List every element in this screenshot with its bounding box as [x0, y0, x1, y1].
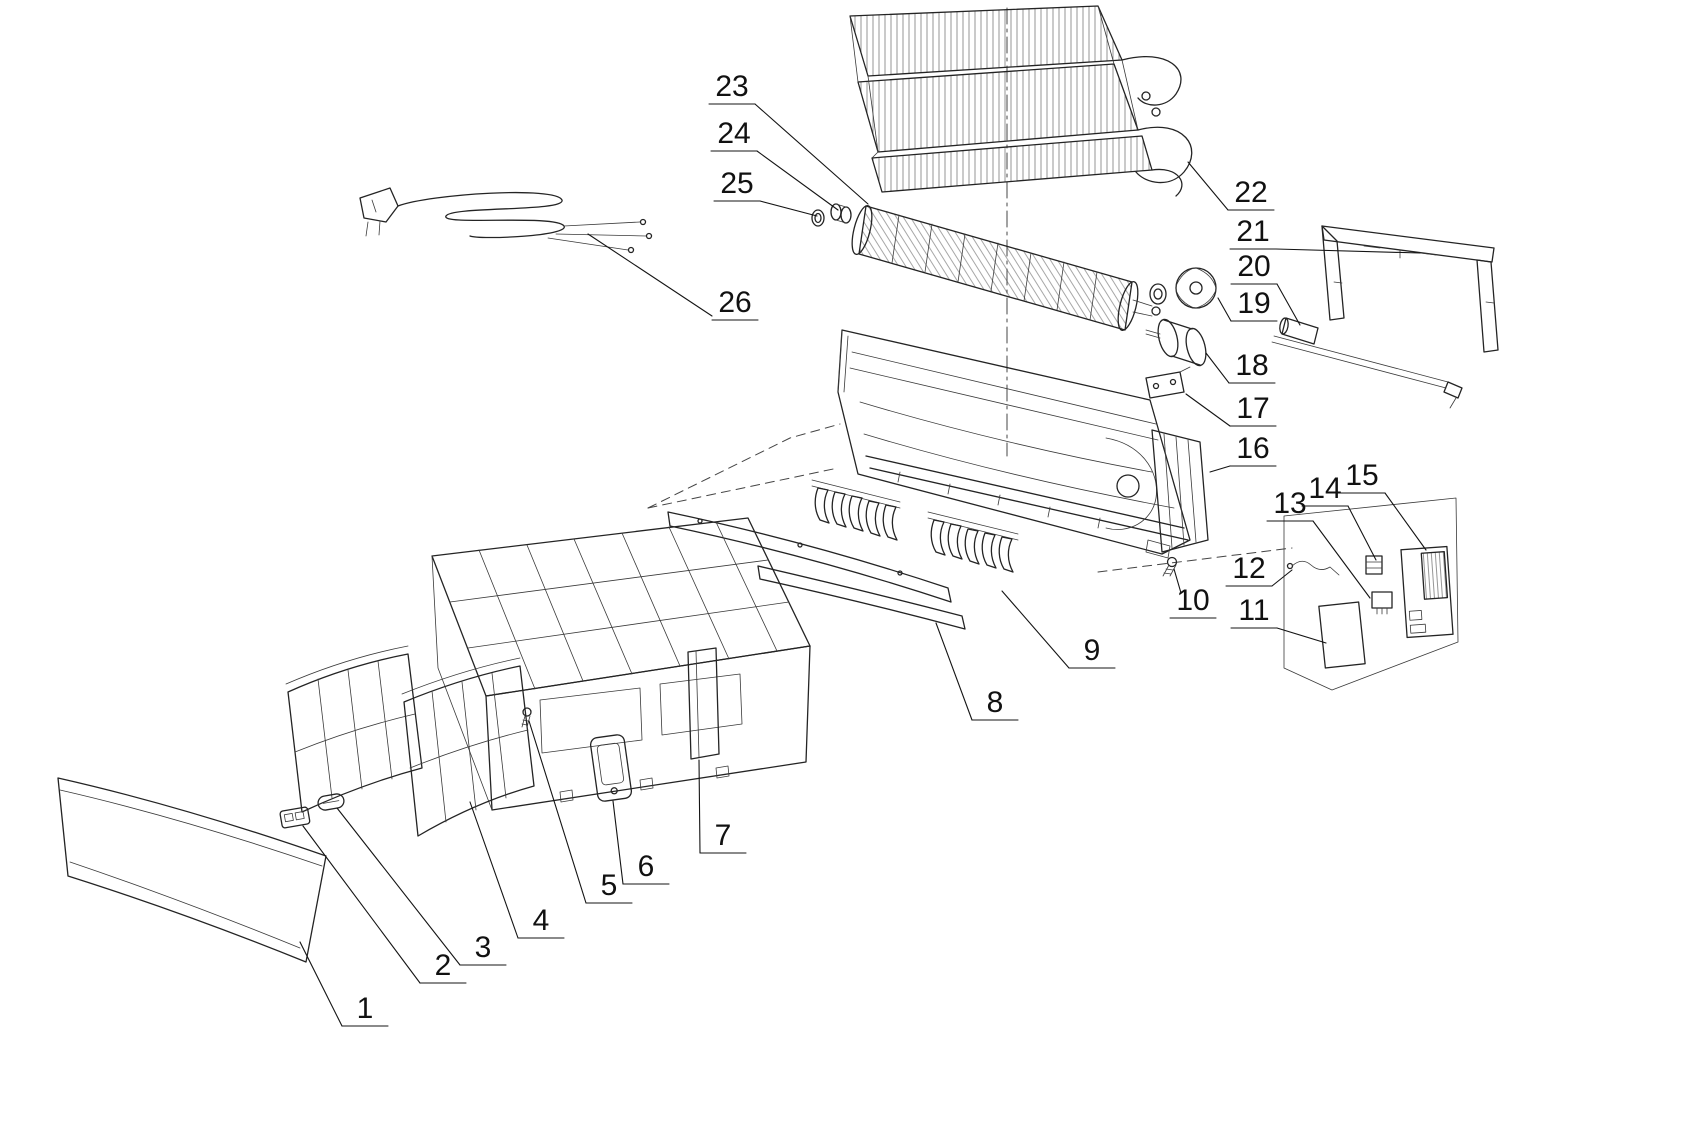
part-component-13: [1365, 555, 1383, 575]
part-component-14: [1371, 591, 1393, 615]
callout-label-25: 25: [720, 167, 753, 200]
part-horizontal-louver: [667, 511, 966, 630]
callout-9: 9: [1001, 590, 1116, 669]
part-impeller: [1149, 267, 1217, 309]
callout-23: 23: [708, 70, 869, 205]
part-rear-body: [837, 329, 1191, 555]
part-sensor-wire-12: [1286, 560, 1340, 576]
part-crossflow-fan: [851, 205, 1161, 331]
callout-label-19: 19: [1237, 287, 1270, 320]
callouts: 1 2 3 4 5 6 7 8: [299, 70, 1427, 1027]
callout-20: 20: [1230, 250, 1301, 326]
callout-15: 15: [1338, 459, 1427, 551]
callout-label-16: 16: [1236, 432, 1269, 465]
callout-label-14: 14: [1308, 472, 1341, 505]
part-filter-grille: [285, 645, 535, 837]
part-cover-sheet-11: [1318, 601, 1366, 669]
callout-6: 6: [612, 800, 670, 885]
callout-14: 14: [1301, 472, 1377, 561]
callout-label-7: 7: [715, 819, 732, 852]
part-fan-motor: [1145, 318, 1207, 367]
callout-label-6: 6: [638, 850, 655, 883]
part-display-board: [279, 806, 311, 829]
callout-label-21: 21: [1236, 215, 1269, 248]
callout-label-5: 5: [601, 869, 618, 902]
callout-10: 10: [1169, 568, 1217, 619]
callout-label-8: 8: [987, 686, 1004, 719]
callout-4: 4: [469, 801, 565, 939]
callout-5: 5: [528, 720, 633, 904]
callout-3: 3: [336, 807, 507, 966]
callout-label-4: 4: [533, 904, 550, 937]
part-electrical-box: [1283, 497, 1459, 691]
callout-label-17: 17: [1236, 392, 1269, 425]
callout-label-15: 15: [1345, 459, 1378, 492]
callout-label-26: 26: [718, 286, 751, 319]
construction-lines: [647, 7, 1293, 573]
part-power-cord: [359, 187, 653, 254]
callout-label-10: 10: [1176, 584, 1209, 617]
part-mounting-plate: [1321, 225, 1499, 353]
callout-label-18: 18: [1235, 349, 1268, 382]
callout-label-22: 22: [1234, 176, 1267, 209]
callout-12: 12: [1225, 552, 1293, 587]
callout-11: 11: [1230, 594, 1327, 644]
part-bracket-17: [1145, 366, 1191, 399]
part-chassis: [431, 517, 811, 811]
part-terminal-cover: [589, 734, 633, 802]
callout-1: 1: [299, 941, 389, 1027]
part-bearing: [830, 203, 852, 224]
part-pipe: [1271, 317, 1463, 409]
part-vertical-louvers: [811, 479, 1019, 573]
part-screw-5: [521, 707, 532, 728]
callout-8: 8: [935, 622, 1019, 721]
part-bracket-3: [317, 793, 345, 811]
callout-label-2: 2: [435, 949, 452, 982]
callout-19: 19: [1217, 287, 1278, 322]
callout-17: 17: [1185, 392, 1277, 427]
callout-16: 16: [1209, 432, 1277, 473]
callout-label-11: 11: [1238, 594, 1269, 627]
callout-label-13: 13: [1273, 487, 1306, 520]
part-end-plate: [1145, 429, 1209, 559]
callout-26: 26: [587, 233, 759, 321]
callout-13: 13: [1266, 487, 1371, 599]
part-control-board-15: [1400, 545, 1454, 639]
callout-22: 22: [1187, 161, 1275, 211]
part-screw-10: [1162, 556, 1178, 577]
part-front-panel: [57, 777, 327, 963]
callout-label-3: 3: [475, 931, 492, 964]
callout-label-1: 1: [357, 992, 374, 1025]
part-ring: [811, 209, 825, 227]
callout-2: 2: [302, 825, 467, 984]
callout-18: 18: [1205, 349, 1276, 384]
callout-label-24: 24: [717, 117, 750, 150]
callout-label-9: 9: [1084, 634, 1101, 667]
part-heat-exchanger: [849, 5, 1193, 197]
callout-24: 24: [710, 117, 839, 211]
callout-label-20: 20: [1237, 250, 1270, 283]
callout-label-12: 12: [1232, 552, 1265, 585]
callout-25: 25: [713, 167, 818, 217]
callout-7: 7: [698, 759, 747, 854]
callout-label-23: 23: [715, 70, 748, 103]
callout-21: 21: [1229, 215, 1421, 254]
